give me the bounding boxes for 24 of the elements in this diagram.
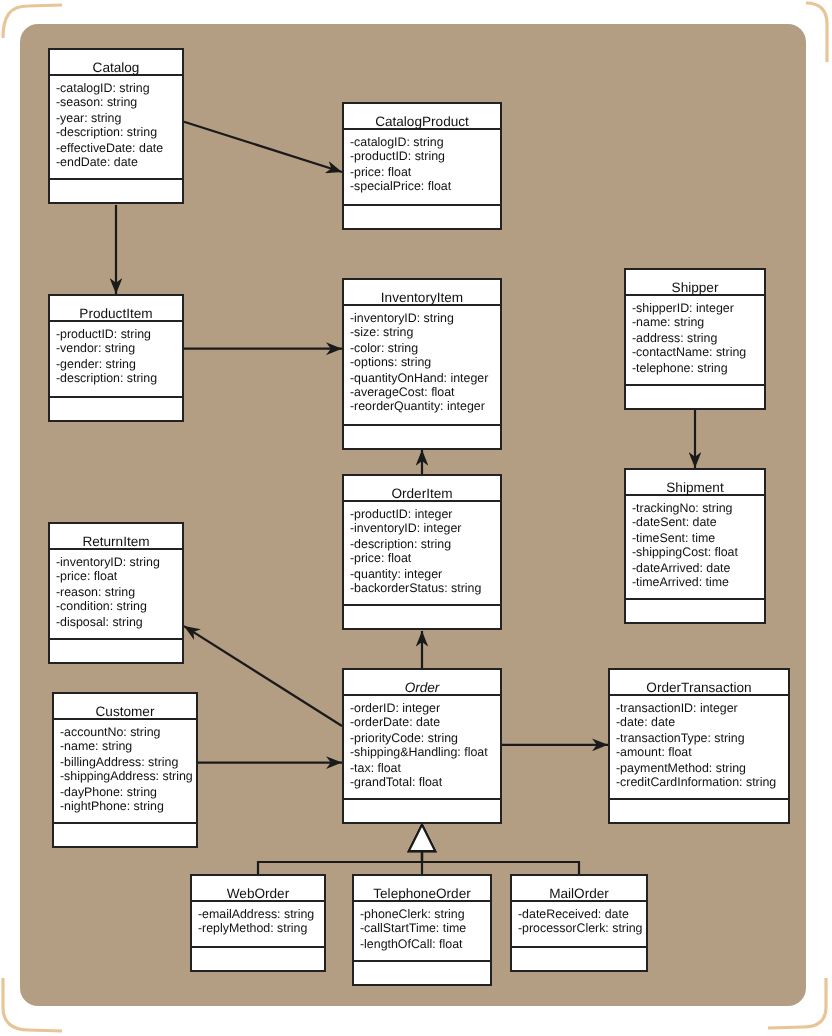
arrow <box>688 410 702 468</box>
class-box <box>48 522 184 665</box>
class-box <box>510 874 648 972</box>
arrow <box>109 204 123 294</box>
arrow <box>415 449 429 474</box>
class-box <box>48 48 184 205</box>
class-box <box>624 468 766 625</box>
arrow <box>415 630 429 668</box>
arrow <box>502 738 608 752</box>
generalization-arrow <box>407 823 581 874</box>
class-box <box>52 692 198 849</box>
class-box <box>342 278 502 450</box>
class-box <box>342 102 502 230</box>
class-box <box>352 874 492 987</box>
class-box <box>624 268 766 411</box>
class-box <box>190 874 326 972</box>
class-box <box>48 294 184 422</box>
class-box <box>608 668 790 825</box>
class-box <box>342 474 502 631</box>
arrow <box>183 120 343 174</box>
class-box <box>342 668 502 825</box>
arrow <box>183 625 343 727</box>
arrow <box>184 342 342 356</box>
arrow <box>198 756 342 769</box>
